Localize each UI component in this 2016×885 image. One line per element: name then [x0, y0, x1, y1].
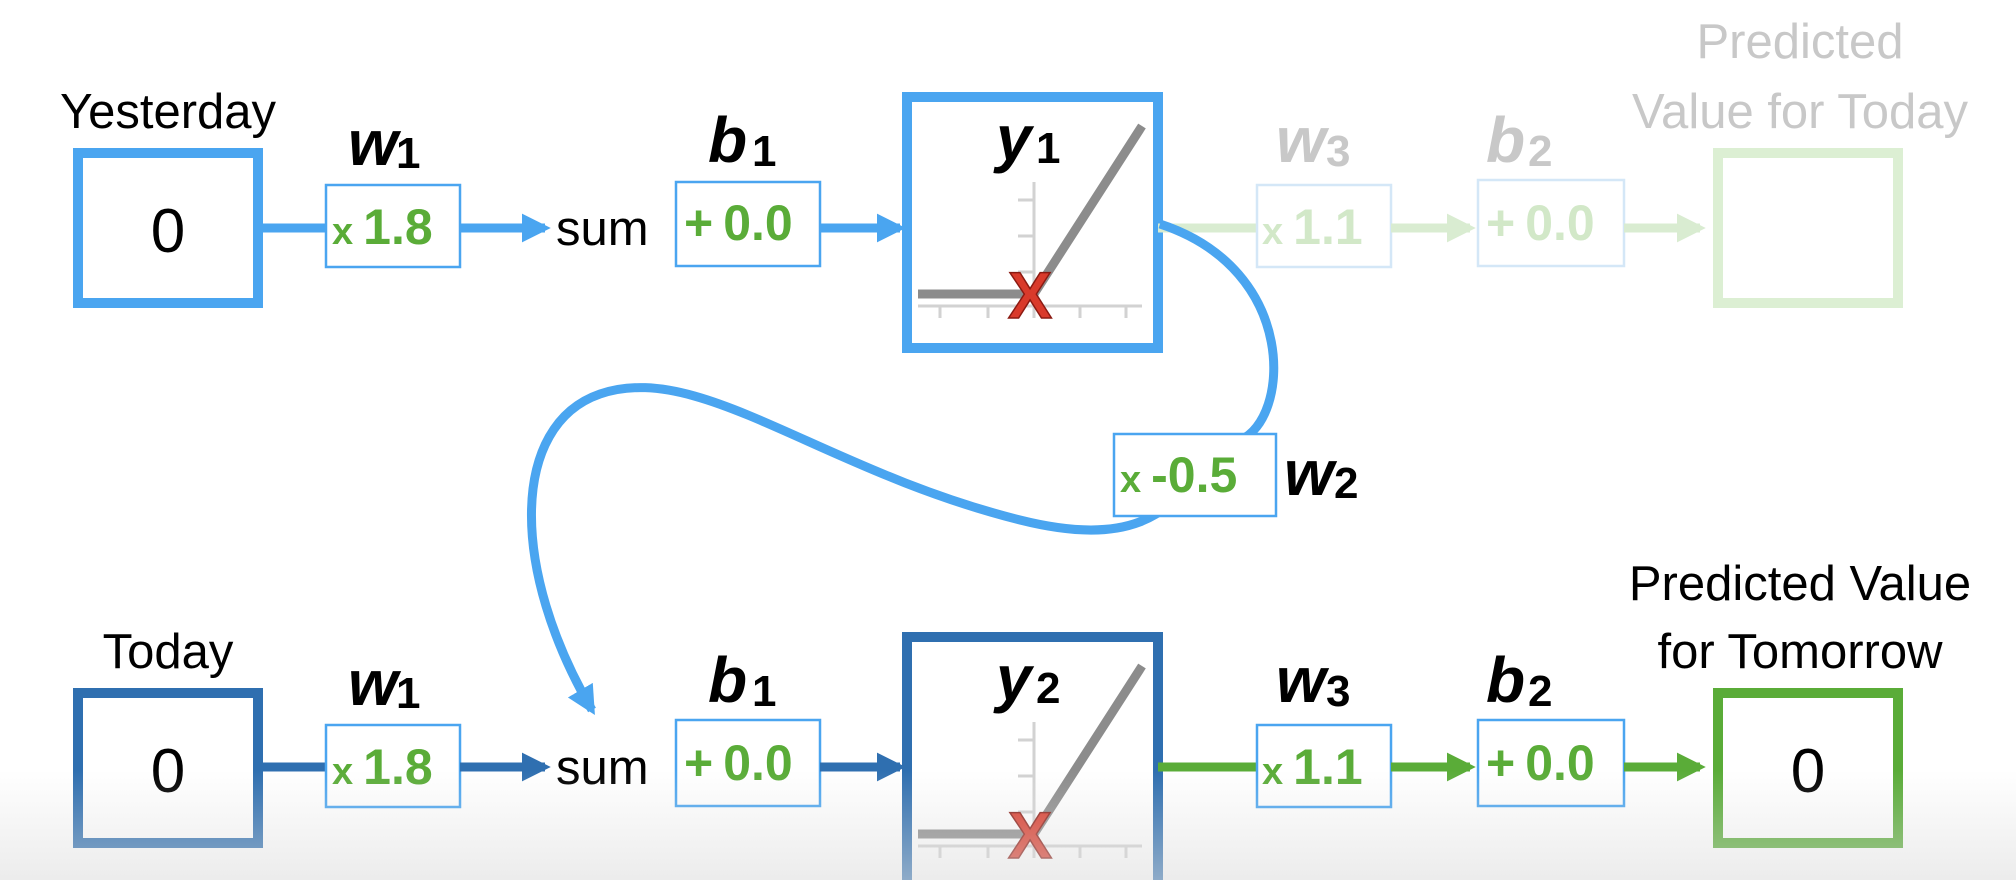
top-output-label-line1: Predicted [1696, 15, 1903, 69]
top-w3-symbol: w [1276, 104, 1330, 176]
top-sum-label: sum [556, 202, 649, 256]
top-b2-box [1476, 178, 1626, 268]
top-relu-plot [918, 123, 1146, 318]
top-b2-bias: +0.0 [1486, 195, 1595, 251]
top-b1-box [674, 180, 822, 268]
bottom-b1-subscript: 1 [752, 667, 776, 716]
top-w1-symbol: w [348, 107, 402, 179]
top-b1-bias: +0.0 [684, 195, 793, 251]
w2-weight: x-0.5 [1120, 447, 1237, 503]
bottom-b1-symbol: b [708, 644, 747, 716]
w2-symbol: w [1284, 437, 1338, 509]
bottom-output-value: 0 [1791, 737, 1825, 806]
yesterday-input-value: 0 [151, 197, 185, 266]
bottom-w3-symbol: w [1276, 644, 1330, 716]
top-w1-subscript: 1 [396, 129, 420, 178]
bottom-b2-symbol: b [1486, 644, 1525, 716]
w2-subscript: 2 [1334, 459, 1358, 508]
bottom-b1-label: b 1 [708, 644, 776, 716]
bottom-b2-subscript: 2 [1528, 667, 1552, 716]
today-input-value: 0 [151, 737, 185, 806]
bottom-x-marker: X [1008, 798, 1052, 872]
top-b2-symbol: b [1486, 104, 1525, 176]
top-b2-subscript: 2 [1528, 127, 1552, 176]
feedback-curve [527, 219, 1279, 715]
bottom-node-subscript: 2 [1036, 664, 1060, 713]
top-w1-label: w 1 [348, 107, 420, 179]
top-b1-symbol: b [708, 104, 747, 176]
feedback-loop: x-0.5 w 2 [527, 219, 1358, 715]
top-w3-subscript: 3 [1326, 127, 1350, 176]
yesterday-label: Yesterday [60, 85, 277, 139]
bottom-w3-label: w 3 [1276, 644, 1350, 716]
bottom-w3-subscript: 3 [1326, 667, 1350, 716]
w2-box [1112, 432, 1278, 518]
bottom-b1-bias: +0.0 [684, 735, 793, 791]
today-label: Today [103, 625, 234, 679]
top-b1-subscript: 1 [752, 127, 776, 176]
bottom-output-label-line1: Predicted Value [1629, 557, 1971, 611]
top-output-box [1713, 148, 1903, 308]
top-activation-node: y 1 X [902, 92, 1163, 353]
bottom-output-label-line2: for Tomorrow [1657, 625, 1943, 679]
top-node-symbol: y [993, 102, 1035, 174]
bottom-w1-subscript: 1 [396, 669, 420, 718]
bottom-activation-node: y 2 X [902, 632, 1163, 885]
top-b2-label: b 2 [1486, 104, 1552, 176]
top-output-label-line2: Value for Today [1632, 85, 1968, 139]
bottom-w1-symbol: w [348, 647, 402, 719]
top-x-marker: X [1008, 258, 1052, 332]
bottom-b2-bias: +0.0 [1486, 735, 1595, 791]
bottom-sum-label: sum [556, 741, 649, 795]
bottom-b2-label: b 2 [1486, 644, 1552, 716]
top-w1-box [324, 183, 462, 269]
top-node-subscript: 1 [1036, 124, 1060, 173]
top-b1-label: b 1 [708, 104, 776, 176]
w2-label: w 2 [1284, 437, 1358, 509]
top-w3-label: w 3 [1276, 104, 1350, 176]
bottom-node-symbol: y [993, 642, 1035, 714]
bottom-w1-label: w 1 [348, 647, 420, 719]
